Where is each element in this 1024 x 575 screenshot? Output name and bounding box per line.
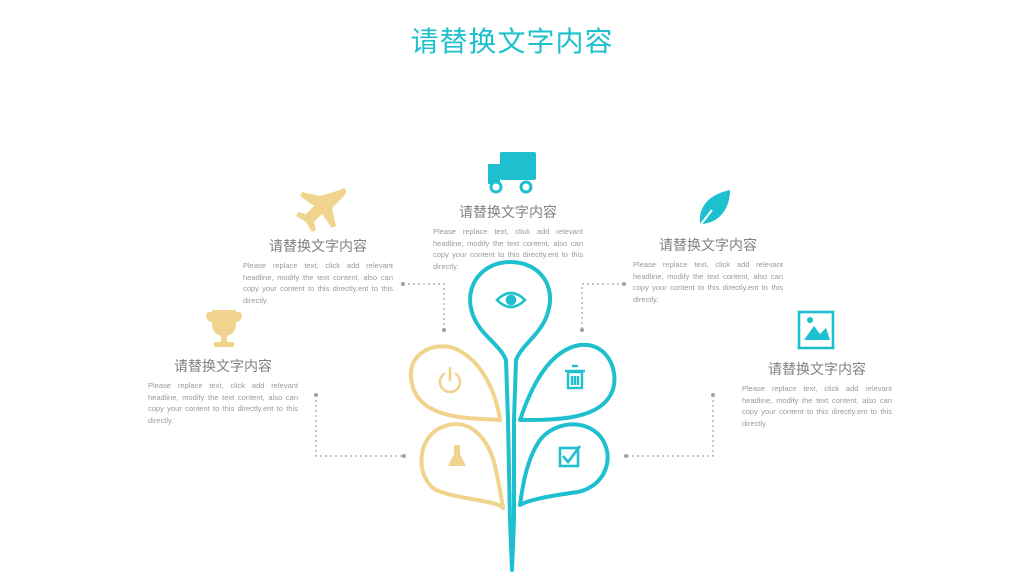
text-block-airplane: 请替换文字内容 Please replace text, click add r… xyxy=(243,236,393,306)
text-block-truck: 请替换文字内容 Please replace text, click add r… xyxy=(433,202,583,272)
block-body: Please replace text, click add relevant … xyxy=(243,261,393,305)
flask-icon xyxy=(448,445,466,466)
petal-trash xyxy=(518,342,617,422)
connector-trophy xyxy=(315,395,404,457)
block-heading: 请替换文字内容 xyxy=(269,239,367,255)
image-icon xyxy=(797,310,835,350)
block-body: Please replace text, click add relevant … xyxy=(742,384,892,428)
block-body: Please replace text, click add relevant … xyxy=(433,227,583,271)
connector-leaf xyxy=(581,283,624,330)
block-heading: 请替换文字内容 xyxy=(768,362,866,378)
eye-icon xyxy=(495,291,527,309)
airplane-icon xyxy=(296,188,347,232)
petal-check xyxy=(518,422,610,507)
block-body: Please replace text, click add relevant … xyxy=(633,260,783,304)
trash-icon xyxy=(565,364,585,390)
block-body: Please replace text, click add relevant … xyxy=(148,381,298,425)
petal-flask xyxy=(419,422,505,510)
block-heading: 请替换文字内容 xyxy=(459,205,557,221)
connector-airplane xyxy=(403,283,445,330)
text-block-image: 请替换文字内容 Please replace text, click add r… xyxy=(742,359,892,429)
page-title: 请替换文字内容 xyxy=(410,25,614,58)
trophy-icon xyxy=(206,310,242,347)
connectors xyxy=(315,283,714,457)
block-heading: 请替换文字内容 xyxy=(174,359,272,375)
power-icon xyxy=(438,366,462,394)
text-block-leaf: 请替换文字内容 Please replace text, click add r… xyxy=(633,235,783,305)
block-heading: 请替换文字内容 xyxy=(659,238,757,254)
stem-top-bulb xyxy=(468,260,552,572)
checkbox-icon xyxy=(558,445,582,468)
text-block-trophy: 请替换文字内容 Please replace text, click add r… xyxy=(148,356,298,426)
petal-power xyxy=(408,344,502,422)
connector-image xyxy=(626,395,714,457)
truck-icon xyxy=(488,152,536,194)
leaf-icon xyxy=(697,190,730,229)
